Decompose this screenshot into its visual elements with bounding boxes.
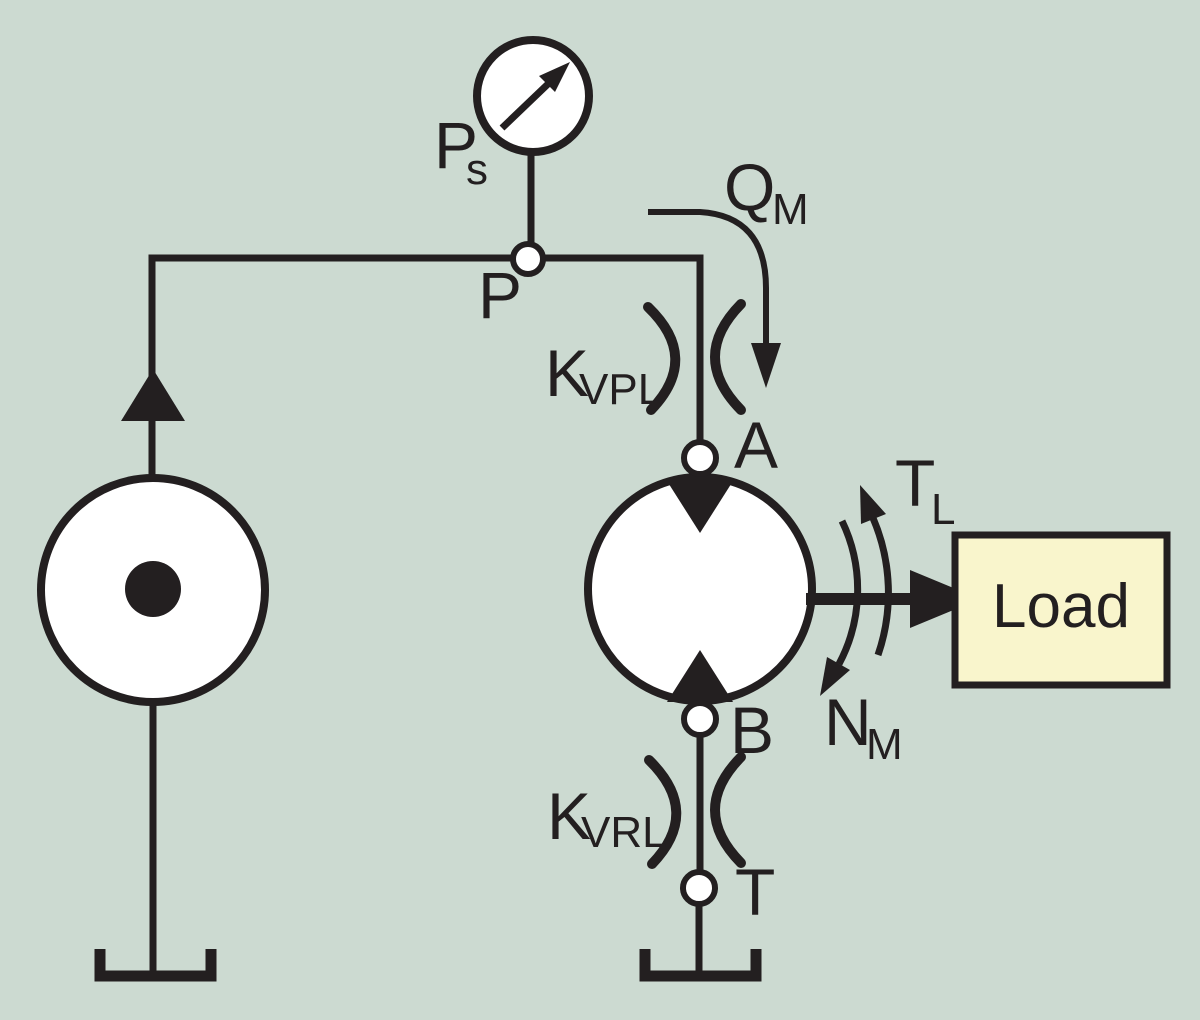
orifice-supply-icon (643, 299, 746, 415)
hydraulic-motor-icon (584, 473, 816, 705)
orifice-supply-left-arc (643, 302, 681, 415)
pump-flow-up-arrow-icon (121, 369, 185, 421)
motor-triangle-bottom (667, 650, 733, 702)
speed-rotation-arrow-icon (820, 519, 862, 696)
gauge-needle (499, 81, 551, 131)
pipe-main-run (148, 254, 704, 478)
port-a-label: A (734, 408, 778, 482)
torque-arrowhead (860, 485, 886, 524)
shaft-arrow-icon (806, 570, 980, 628)
node-t-label: T (735, 855, 775, 929)
load-box (951, 531, 1171, 689)
node-p-label: P (478, 258, 522, 332)
node-p (510, 241, 546, 277)
pump-with-dot-icon (37, 369, 269, 706)
torque-rotation-arrow-icon (860, 485, 892, 657)
motor-triangle-top (667, 481, 733, 533)
torque-arc (869, 516, 892, 657)
port-b-label: B (730, 693, 774, 767)
speed-arrowhead (820, 657, 850, 696)
shaft-arrowhead (910, 570, 980, 628)
pressure-gauge-icon (473, 36, 593, 156)
flow-arrow-icon (648, 209, 781, 388)
motor-speed-label: N M (824, 685, 903, 769)
orifice-supply-right-arc (710, 299, 746, 415)
port-a-node (681, 439, 719, 477)
orifice-return-left-arc (644, 755, 682, 869)
node-t (680, 869, 718, 907)
speed-arc (835, 519, 862, 666)
return-valve-coefficient-label: K VRL (547, 779, 667, 857)
supply-pressure-label: P s (434, 108, 488, 194)
port-b-node (681, 700, 719, 738)
tank-right-icon (639, 949, 762, 982)
orifice-return-icon (644, 752, 746, 869)
supply-valve-coefficient-label: K VPL (545, 336, 662, 414)
qm-arrow-curve (648, 209, 769, 352)
motor-flow-label: Q M (724, 150, 809, 234)
load-torque-label: T L (895, 446, 955, 534)
qm-arrowhead (751, 343, 781, 388)
tank-left-icon (94, 949, 217, 982)
load-label: Load (992, 572, 1130, 641)
orifice-return-right-arc (710, 752, 746, 868)
pump-dot (125, 561, 181, 617)
gauge-needle-head (539, 62, 570, 92)
